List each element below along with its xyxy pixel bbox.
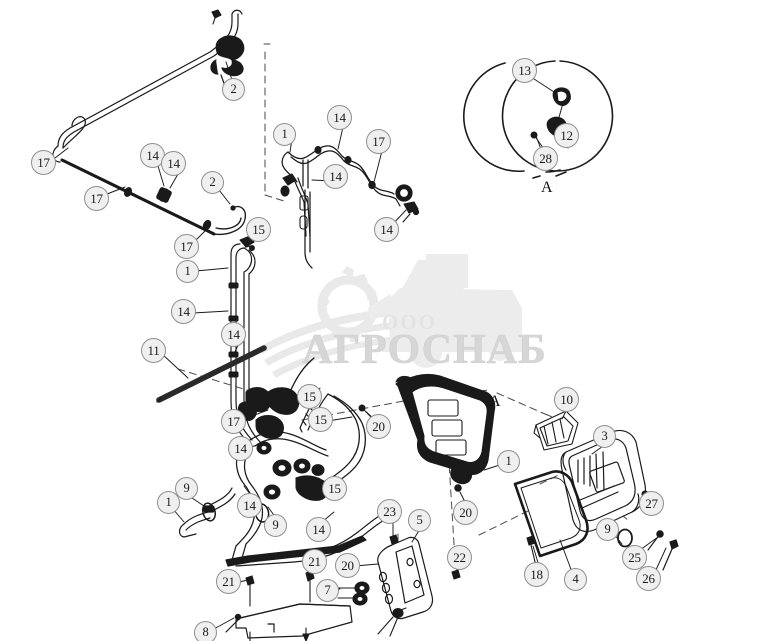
callout-14[interactable]: 14: [237, 493, 262, 518]
callout-1[interactable]: 1: [176, 260, 199, 283]
callout-17[interactable]: 17: [174, 234, 199, 259]
callout-2[interactable]: 2: [222, 78, 245, 101]
callout-7[interactable]: 7: [316, 579, 339, 602]
callout-14[interactable]: 14: [374, 217, 399, 242]
callout-1[interactable]: 1: [157, 491, 180, 514]
callout-3[interactable]: 3: [593, 425, 616, 448]
callout-13[interactable]: 13: [512, 58, 537, 83]
floor-plate-8: [225, 603, 353, 639]
callout-17[interactable]: 17: [31, 150, 56, 175]
callout-21[interactable]: 21: [216, 569, 241, 594]
callout-26[interactable]: 26: [636, 566, 661, 591]
callout-23[interactable]: 23: [377, 499, 402, 524]
pin-down-left: [249, 627, 310, 641]
gasket-4-inner: [520, 477, 581, 549]
callout-22[interactable]: 22: [447, 545, 472, 570]
callout-20[interactable]: 20: [335, 553, 360, 578]
fastener-21-right: [305, 570, 315, 603]
fastener-26: [662, 539, 679, 571]
callout-27[interactable]: 27: [639, 491, 664, 516]
harness-clips-row: [124, 187, 212, 231]
bracket-lower-stud: [377, 607, 404, 637]
clip-2-top: [211, 9, 222, 25]
lead-1-bottomleft: [178, 505, 215, 538]
callout-15[interactable]: 15: [246, 217, 271, 242]
connector-17-body: [314, 146, 376, 190]
oring-9-right: [617, 528, 633, 548]
callout-1[interactable]: 1: [273, 123, 296, 146]
grommets-7: [337, 581, 370, 606]
callout-20[interactable]: 20: [453, 500, 478, 525]
callout-20[interactable]: 20: [366, 414, 391, 439]
callout-4[interactable]: 4: [564, 568, 587, 591]
pillar-clips: [228, 282, 239, 378]
connector-14-right: [402, 201, 420, 223]
callout-14[interactable]: 14: [161, 151, 186, 176]
callout-8[interactable]: 8: [194, 621, 217, 641]
callout-15[interactable]: 15: [322, 476, 347, 501]
rod-11: [156, 345, 267, 403]
callout-17[interactable]: 17: [221, 409, 246, 434]
callout-9[interactable]: 9: [264, 514, 287, 537]
fusebox-frame-1: [395, 373, 496, 485]
connector-small-left: [280, 173, 309, 230]
callout-9[interactable]: 9: [596, 518, 619, 541]
callout-14[interactable]: 14: [228, 436, 253, 461]
callout-14[interactable]: 14: [140, 143, 165, 168]
callout-15[interactable]: 15: [297, 384, 322, 409]
gasket-4: [513, 470, 589, 558]
callout-5[interactable]: 5: [408, 509, 431, 532]
callout-2[interactable]: 2: [201, 171, 224, 194]
section-marker-A: A: [541, 179, 553, 196]
callout-25[interactable]: 25: [622, 545, 647, 570]
callout-14[interactable]: 14: [327, 105, 352, 130]
bracket-5: [377, 536, 434, 620]
callout-18[interactable]: 18: [524, 562, 549, 587]
fastener-25: [647, 530, 664, 551]
callout-14[interactable]: 14: [221, 322, 246, 347]
callout-9[interactable]: 9: [175, 477, 198, 500]
module-10: [533, 410, 579, 451]
callout-17[interactable]: 17: [84, 186, 109, 211]
callout-28[interactable]: 28: [533, 146, 558, 171]
lower-strut: [225, 535, 367, 567]
round-connector-17: [395, 184, 413, 207]
lead-2-hook: [213, 205, 246, 236]
lower-roof-harness: [60, 158, 216, 236]
fastener-21-left: [245, 575, 255, 607]
fastener-20-upper: [454, 484, 462, 492]
callout-14[interactable]: 14: [171, 299, 196, 324]
callout-14[interactable]: 14: [323, 164, 348, 189]
callout-12[interactable]: 12: [554, 123, 579, 148]
detail-view-circle-a: [462, 60, 614, 179]
callout-11[interactable]: 11: [141, 338, 166, 363]
callout-15[interactable]: 15: [308, 407, 333, 432]
callout-17[interactable]: 17: [366, 129, 391, 154]
section-marker-A: A: [489, 393, 501, 410]
callout-10[interactable]: 10: [554, 387, 579, 412]
callout-1[interactable]: 1: [497, 450, 520, 473]
callout-14[interactable]: 14: [306, 517, 331, 542]
roof-harness-part: [52, 9, 243, 163]
callout-21[interactable]: 21: [302, 549, 327, 574]
